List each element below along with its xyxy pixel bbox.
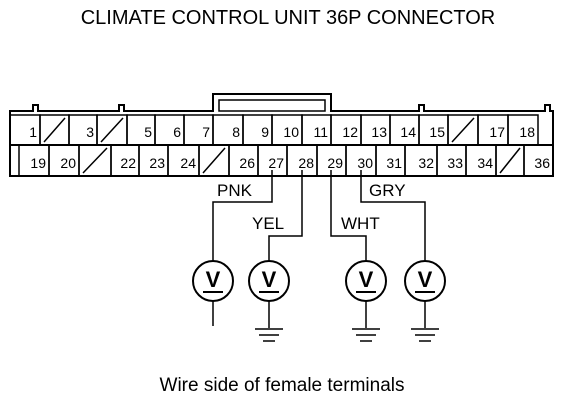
pin-cell-23: 23 xyxy=(138,144,169,177)
pin-cell-20: 20 xyxy=(48,144,80,177)
pin-label-13: 13 xyxy=(371,124,387,140)
pin-label-32: 32 xyxy=(418,155,434,171)
pin-cell-34: 34 xyxy=(465,144,497,177)
voltmeter-4: V xyxy=(404,260,446,342)
pin-cell-14: 14 xyxy=(389,114,420,146)
voltmeter-2: V xyxy=(248,260,290,342)
ground-icon xyxy=(411,328,439,342)
pin-label-3: 3 xyxy=(86,124,94,140)
wire-label-yel: YEL xyxy=(252,214,284,233)
connector-outline xyxy=(9,93,554,177)
pin-label-36: 36 xyxy=(534,155,550,171)
pin-cell-2 xyxy=(39,114,70,146)
pin-label-23: 23 xyxy=(149,155,165,171)
pin-label-29: 29 xyxy=(327,155,343,171)
voltmeter-3: V xyxy=(345,260,387,342)
voltmeter-symbol: V xyxy=(206,267,221,292)
ground-icon xyxy=(352,328,380,342)
pin-label-9: 9 xyxy=(261,124,269,140)
voltmeter-symbol: V xyxy=(262,267,277,292)
wire-pin28: YEL xyxy=(252,170,303,262)
wire-label-wht: WHT xyxy=(341,214,380,233)
pin-cell-9: 9 xyxy=(242,114,273,146)
pin-label-17: 17 xyxy=(489,124,505,140)
pin-label-31: 31 xyxy=(386,155,402,171)
pin-cell-26: 26 xyxy=(228,144,259,177)
wire-pin27: PNK xyxy=(212,170,273,326)
pin-label-15: 15 xyxy=(429,124,445,140)
pin-label-28: 28 xyxy=(298,155,314,171)
pin-cell-32: 32 xyxy=(404,144,438,177)
voltmeter-symbol: V xyxy=(418,267,433,292)
pin-label-1: 1 xyxy=(29,124,37,140)
pin-cell-6: 6 xyxy=(154,114,185,146)
empty-slot-mark xyxy=(82,147,108,174)
pin-cell-36: 36 xyxy=(523,144,554,177)
pin-label-6: 6 xyxy=(173,124,181,140)
pin-cell-12: 12 xyxy=(330,114,362,146)
pin-label-11: 11 xyxy=(313,124,328,140)
pin-label-8: 8 xyxy=(232,124,240,140)
diagram-caption: Wire side of female terminals xyxy=(160,375,405,396)
pin-cell-24: 24 xyxy=(167,144,200,177)
pin-label-10: 10 xyxy=(283,124,299,140)
wire-label-gry: GRY xyxy=(369,181,406,200)
pin-cell-22: 22 xyxy=(110,144,140,177)
diagram-title: CLIMATE CONTROL UNIT 36P CONNECTOR xyxy=(81,7,496,29)
pin-cell-7: 7 xyxy=(183,114,214,146)
pin-cell-10: 10 xyxy=(271,114,303,146)
empty-slot-mark xyxy=(43,117,66,143)
pin-label-26: 26 xyxy=(239,155,255,171)
pin-label-7: 7 xyxy=(202,124,210,140)
empty-slot-mark xyxy=(202,147,226,174)
pin-label-30: 30 xyxy=(357,155,373,171)
pin-label-14: 14 xyxy=(400,124,416,140)
empty-slot-mark xyxy=(451,117,475,143)
wire-pin29: WHT xyxy=(330,170,380,262)
pin-cell-16 xyxy=(447,114,479,146)
pin-cell-3: 3 xyxy=(68,114,98,146)
pin-cell-1: 1 xyxy=(9,114,41,146)
pin-label-19: 19 xyxy=(30,155,46,171)
pin-label-12: 12 xyxy=(342,124,358,140)
pin-cell-35 xyxy=(495,144,525,177)
wire-pin30: GRY xyxy=(360,170,426,262)
pin-label-22: 22 xyxy=(120,155,136,171)
pin-cell-21 xyxy=(78,144,112,177)
empty-slot-mark xyxy=(499,147,521,174)
pin-cell-19: 19 xyxy=(18,144,50,177)
bottom-row-cells: 19 20 22 23 24 26 27 28 29 30 31 32 33 34 36 xyxy=(18,144,554,177)
pin-label-20: 20 xyxy=(60,155,76,171)
pin-cell-15: 15 xyxy=(418,114,449,146)
pin-label-18: 18 xyxy=(519,124,535,140)
pin-cell-18: 18 xyxy=(507,114,539,146)
pin-cell-17: 17 xyxy=(477,114,509,146)
connector-lock-tab xyxy=(218,99,326,112)
pin-cell-4 xyxy=(96,114,128,146)
pin-cell-25 xyxy=(198,144,230,177)
pin-label-27: 27 xyxy=(268,155,284,171)
pin-label-34: 34 xyxy=(477,155,493,171)
ground-icon xyxy=(255,328,283,342)
pin-cell-8: 8 xyxy=(212,114,244,146)
wire-label-pnk: PNK xyxy=(217,181,253,200)
pin-cell-31: 31 xyxy=(375,144,406,177)
pin-cell-33: 33 xyxy=(436,144,467,177)
pin-cell-11: 11 xyxy=(301,114,332,146)
voltmeter-1: V xyxy=(192,260,234,302)
pin-cell-5: 5 xyxy=(126,114,156,146)
pin-cell-13: 13 xyxy=(360,114,391,146)
pin-label-24: 24 xyxy=(180,155,196,171)
pin-label-33: 33 xyxy=(447,155,463,171)
voltmeter-symbol: V xyxy=(359,267,374,292)
empty-slot-mark xyxy=(100,117,124,143)
pin-label-5: 5 xyxy=(144,124,152,140)
